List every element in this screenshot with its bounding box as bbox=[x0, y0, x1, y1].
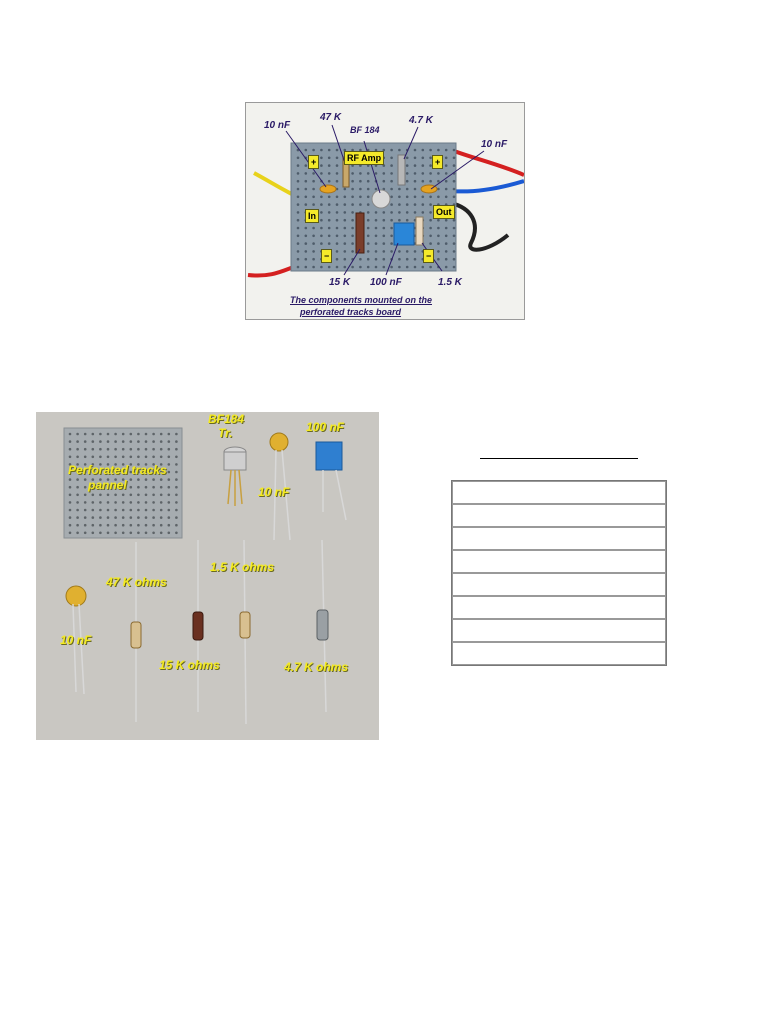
label-47k: 47 K bbox=[320, 112, 342, 123]
label-1-5k: 1.5 K bbox=[438, 277, 462, 288]
parts-table bbox=[451, 480, 667, 666]
table-cell bbox=[452, 527, 666, 550]
label-4-7k: 4.7 K bbox=[409, 115, 433, 126]
table-cell bbox=[452, 573, 666, 596]
parts-table-body bbox=[452, 481, 666, 665]
table-row bbox=[452, 573, 666, 596]
label-bf184: BF 184 bbox=[350, 125, 380, 135]
label-10nf-right: 10 nF bbox=[481, 139, 508, 150]
label-4-7k-ohms: 4.7 K ohms bbox=[284, 660, 349, 674]
table-row bbox=[452, 596, 666, 619]
loose-components-illustration bbox=[63, 427, 347, 725]
table-cell bbox=[452, 596, 666, 619]
board-plus-right-tag: + bbox=[432, 155, 444, 169]
table-row bbox=[452, 642, 666, 665]
table-cell bbox=[452, 550, 666, 573]
board-title-tag: RF Amp bbox=[344, 151, 385, 165]
table-row bbox=[452, 504, 666, 527]
label-10nf-top: 10 nF bbox=[258, 485, 290, 499]
table-cell bbox=[452, 619, 666, 642]
table-cell bbox=[452, 642, 666, 665]
label-15k: 15 K bbox=[329, 277, 351, 288]
table-title-underline bbox=[480, 458, 638, 459]
table-cell bbox=[452, 504, 666, 527]
label-bf184-line1: BF184 bbox=[208, 412, 245, 426]
board-in-tag: In bbox=[305, 209, 319, 223]
table-row bbox=[452, 481, 666, 504]
caption-line-2: perforated tracks board bbox=[300, 307, 402, 317]
board-minus-left-tag: − bbox=[321, 249, 333, 263]
label-10nf-left: 10 nF bbox=[264, 120, 291, 131]
loose-components-photo: Perforated tracks pannel BF184 Tr. 100 n… bbox=[36, 412, 379, 740]
board-out-tag: Out bbox=[433, 205, 455, 219]
label-10nf-left: 10 nF bbox=[60, 633, 92, 647]
label-15k-ohms: 15 K ohms bbox=[159, 658, 220, 672]
label-bf184-line2: Tr. bbox=[218, 426, 233, 440]
label-47k-ohms: 47 K ohms bbox=[106, 575, 167, 589]
label-100nf: 100 nF bbox=[306, 420, 345, 434]
table-row bbox=[452, 550, 666, 573]
label-100nf: 100 nF bbox=[370, 277, 402, 288]
label-1-5k-ohms: 1.5 K ohms bbox=[210, 560, 275, 574]
mounted-board-photo: RF Amp + + In Out − − 10 nF 47 K BF 184 … bbox=[245, 102, 525, 320]
caption-line-1: The components mounted on the bbox=[290, 295, 432, 305]
table-row bbox=[452, 619, 666, 642]
label-panel-line2: pannel bbox=[88, 478, 127, 492]
label-panel-line1: Perforated tracks bbox=[68, 463, 167, 477]
board-minus-right-tag: − bbox=[423, 249, 435, 263]
table-cell bbox=[452, 481, 666, 504]
board-plus-left-tag: + bbox=[308, 155, 320, 169]
table-row bbox=[452, 527, 666, 550]
